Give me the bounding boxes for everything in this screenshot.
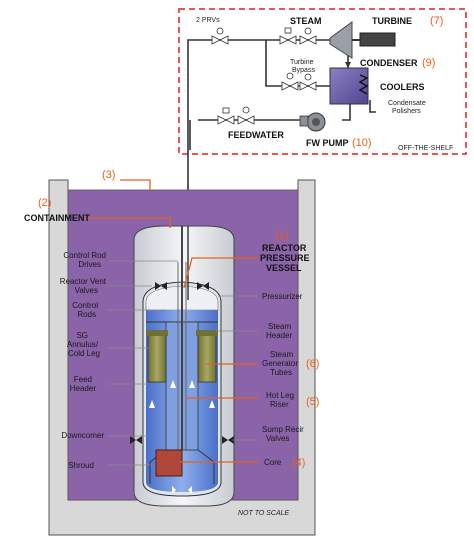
reactor-vent-label: Reactor Vent: [60, 277, 107, 286]
generator-icon: [359, 32, 396, 47]
right-labels: (1) REACTOR PRESSURE VESSEL Pressurizer …: [260, 230, 319, 469]
rpv-label-3: VESSEL: [266, 263, 302, 273]
core: [155, 449, 183, 477]
valve-actuators: [216, 27, 312, 114]
fw-pump-number: (10): [352, 137, 372, 149]
flow-arrows: [149, 380, 215, 494]
steam-header-right: [196, 330, 218, 336]
hot-leg-label: Hot Leg: [266, 391, 294, 400]
feed-header-label: Feed: [74, 375, 92, 384]
sg-annulus-label-3: Cold Leg: [68, 349, 100, 358]
feedwater-label: FEEDWATER: [228, 130, 284, 140]
control-rods-label: Control: [72, 301, 98, 310]
control-rods-label-2: Rods: [77, 310, 96, 319]
sg-tubes-label-2: Generator: [262, 359, 298, 368]
sump-label: Sump Recir: [262, 425, 304, 434]
turbine-bypass-label-2: Bypass: [292, 67, 315, 74]
sg-annulus-label: SG: [76, 331, 88, 340]
steam-label: STEAM: [290, 16, 322, 26]
steam-header-label: Steam: [268, 322, 291, 331]
condenser-label: CONDENSER: [360, 58, 418, 68]
containment-label: CONTAINMENT: [24, 213, 90, 223]
turbine-icon: [329, 21, 353, 59]
not-to-scale-label: NOT TO SCALE: [238, 510, 290, 517]
steam-header-left: [146, 330, 168, 336]
sg-number: (6): [306, 358, 319, 370]
sg-tubes-label: Steam: [270, 350, 293, 359]
condensate-label: Condensate: [388, 100, 426, 107]
off-the-shelf-label: OFF-THE-SHELF: [398, 145, 453, 152]
sump-recir-valves: [130, 436, 234, 444]
core-label: Core: [264, 458, 282, 467]
turbine-label: TURBINE: [372, 16, 412, 26]
leader-lines-left: [108, 260, 178, 466]
hot-leg-number: (5): [306, 396, 319, 408]
feed-header-label-2: Header: [70, 384, 97, 393]
rpv-label-2: PRESSURE: [260, 253, 310, 263]
pressurizer-label: Pressurizer: [262, 292, 303, 301]
turbine-bypass-label: Turbine: [290, 59, 314, 66]
prvs-label: 2 PRVs: [196, 17, 220, 24]
condenser-icon: [329, 67, 369, 105]
cooler-coil-icon: [358, 74, 369, 95]
reactor-vent-valves: [155, 282, 209, 290]
core-number: (4): [292, 457, 305, 469]
downcomer-label: Downcomer: [61, 431, 104, 440]
steam-header-label-2: Header: [266, 331, 293, 340]
containment-number: (2): [38, 197, 51, 209]
leader-lines-right: [216, 295, 258, 441]
sump-label-2: Valves: [266, 434, 289, 443]
left-labels: Control Rod Drives Reactor Vent Valves C…: [60, 251, 107, 470]
reactor-vent-label-2: Valves: [75, 286, 98, 295]
shroud-label: Shroud: [68, 461, 94, 470]
sg-tubes-label-3: Tubes: [270, 368, 292, 377]
leader-lines-orange: [84, 179, 258, 463]
rpv-label: REACTOR: [262, 243, 307, 253]
condenser-flow-arrow: [345, 62, 351, 68]
condenser-number: (9): [422, 57, 435, 69]
hot-leg-label-2: Riser: [270, 400, 289, 409]
steam-generator-left: [147, 333, 167, 383]
rpv-number: (1): [275, 230, 288, 242]
steam-generator-right: [197, 333, 217, 383]
pool-number: (3): [102, 169, 115, 181]
fw-pump-label: FW PUMP: [306, 138, 349, 148]
turbine-number: (7): [430, 15, 443, 27]
prv-valves: [211, 35, 317, 125]
condensate-label-2: Polishers: [392, 108, 421, 115]
sg-annulus-label-2: Annulus/: [67, 340, 99, 349]
coolers-label: COOLERS: [380, 82, 425, 92]
off-the-shelf-box: [178, 8, 467, 155]
control-rod-drives-label: Control Rod: [63, 251, 106, 260]
control-rod-drives-label-2: Drives: [78, 260, 101, 269]
